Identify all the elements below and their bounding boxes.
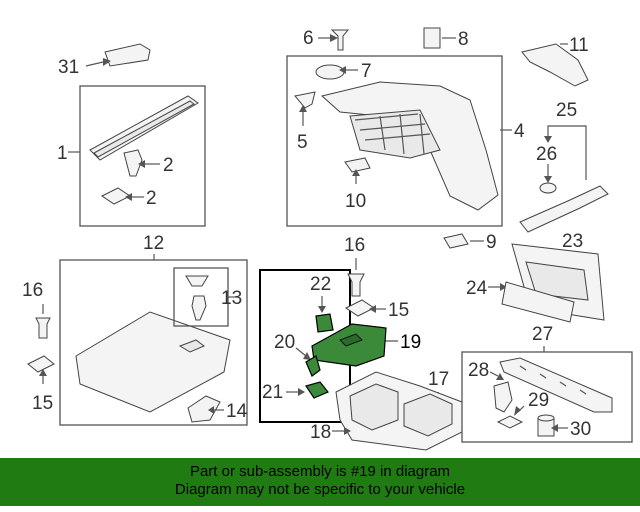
callout-1: 1	[57, 143, 68, 164]
callout-16-left: 16	[22, 280, 43, 301]
callout-21: 21	[262, 382, 283, 403]
callout-13: 13	[221, 288, 242, 309]
callout-11: 11	[569, 35, 589, 56]
callout-17: 17	[428, 369, 449, 390]
right-parts-group: 11 25 26 9 23 24	[443, 35, 609, 323]
callout-8: 8	[458, 29, 469, 50]
callout-16-center: 16	[344, 235, 365, 256]
callout-23: 23	[562, 231, 583, 252]
callout-29: 29	[528, 390, 549, 411]
callout-5: 5	[297, 132, 308, 153]
callout-30: 30	[570, 419, 591, 440]
banner-line-1: Part or sub-assembly is #19 in diagram	[189, 463, 451, 480]
callout-22: 22	[310, 274, 331, 295]
part-1-group: 1 2 2	[57, 85, 206, 227]
info-banner: Part or sub-assembly is #19 in diagram D…	[0, 458, 640, 506]
callout-31: 31	[58, 57, 79, 78]
callout-27: 27	[532, 324, 553, 345]
part-4-group: 6 8 7 5 4 10	[286, 27, 525, 227]
callout-6: 6	[303, 28, 314, 49]
callout-10: 10	[345, 191, 366, 212]
callout-7: 7	[361, 61, 372, 82]
callout-9: 9	[486, 232, 497, 253]
part-31-group: 31	[58, 43, 151, 78]
callout-3: 2	[146, 188, 157, 209]
callout-28: 28	[468, 360, 489, 381]
banner-line-2: Diagram may not be specific to your vehi…	[174, 481, 466, 498]
callout-15-left: 15	[32, 393, 53, 414]
callout-15-center: 15	[388, 300, 409, 321]
callout-18: 18	[310, 422, 331, 443]
center-fasteners-group: 16 15	[344, 235, 409, 321]
callout-4: 4	[514, 121, 525, 142]
callout-2: 2	[163, 155, 174, 176]
callout-25: 25	[556, 100, 577, 121]
callout-26: 26	[536, 144, 557, 165]
part-27-group: 27 28 29 30	[461, 324, 633, 443]
callout-14: 14	[226, 401, 248, 422]
parts-diagram: 31 1 2 2 6 8 7 5 4	[22, 27, 633, 451]
callout-24: 24	[466, 278, 488, 299]
trays-group: 17 18	[310, 369, 463, 451]
part-12-group: 12 13 14 16 15	[22, 233, 248, 426]
callout-12: 12	[143, 233, 164, 254]
part-19-group: 22 19 20 21	[259, 269, 421, 423]
callout-19: 19	[400, 332, 421, 353]
callout-20: 20	[274, 332, 295, 353]
